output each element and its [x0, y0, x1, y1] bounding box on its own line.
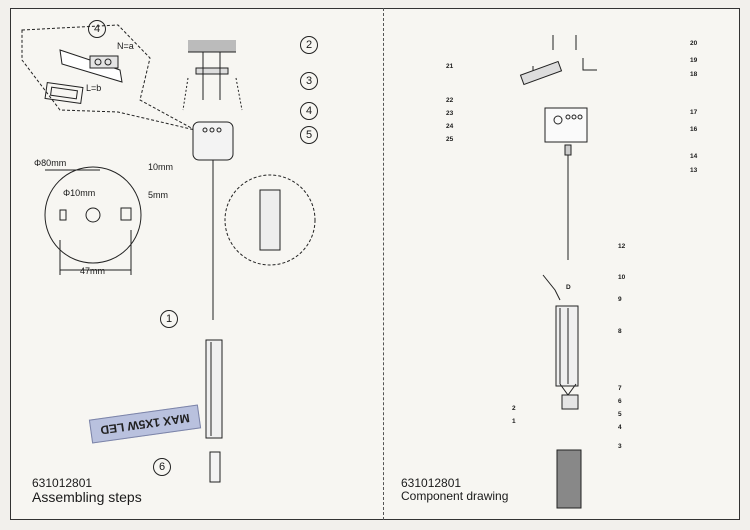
- dim-hole-diameter: Φ10mm: [63, 188, 96, 198]
- part-23: 23: [446, 110, 454, 117]
- step-4: 4: [300, 102, 318, 120]
- callout-label-n: N=a: [117, 41, 134, 51]
- part-12: 12: [618, 243, 626, 250]
- letter-d: D: [566, 284, 571, 291]
- part-16: 16: [690, 126, 698, 133]
- part-22: 22: [446, 97, 454, 104]
- part-20: 20: [690, 40, 698, 47]
- dim-47mm: 47mm: [80, 266, 106, 276]
- part-17: 17: [690, 109, 698, 116]
- right-caption: Component drawing: [401, 489, 509, 503]
- part-7: 7: [618, 385, 622, 392]
- step-2: 2: [300, 36, 318, 54]
- part-18: 18: [690, 71, 698, 78]
- part-1: 1: [512, 418, 516, 425]
- step-1: 1: [160, 310, 178, 328]
- part-21: 21: [446, 63, 454, 70]
- part-9: 9: [618, 296, 622, 303]
- step-5: 5: [300, 126, 318, 144]
- right-code: 631012801: [401, 476, 462, 490]
- part-24: 24: [446, 123, 454, 130]
- dim-outer-diameter: Φ80mm: [34, 158, 67, 168]
- callout-label-l: L=b: [86, 83, 102, 93]
- part-19: 19: [690, 57, 698, 64]
- part-25: 25: [446, 136, 454, 143]
- dim-5mm: 5mm: [148, 190, 168, 200]
- panel-divider: [383, 8, 384, 520]
- part-10: 10: [618, 274, 626, 281]
- left-caption: Assembling steps: [32, 489, 142, 505]
- part-14: 14: [690, 153, 698, 160]
- part-6: 6: [618, 398, 622, 405]
- step-3: 3: [300, 72, 318, 90]
- part-2: 2: [512, 405, 516, 412]
- dim-10mm: 10mm: [148, 162, 174, 172]
- part-3: 3: [618, 443, 622, 450]
- part-4: 4: [618, 424, 622, 431]
- left-code: 631012801: [32, 476, 93, 490]
- step-6: 6: [153, 458, 171, 476]
- part-8: 8: [618, 328, 622, 335]
- part-5: 5: [618, 411, 622, 418]
- step-4-callout: 4: [88, 20, 106, 38]
- part-13: 13: [690, 167, 698, 174]
